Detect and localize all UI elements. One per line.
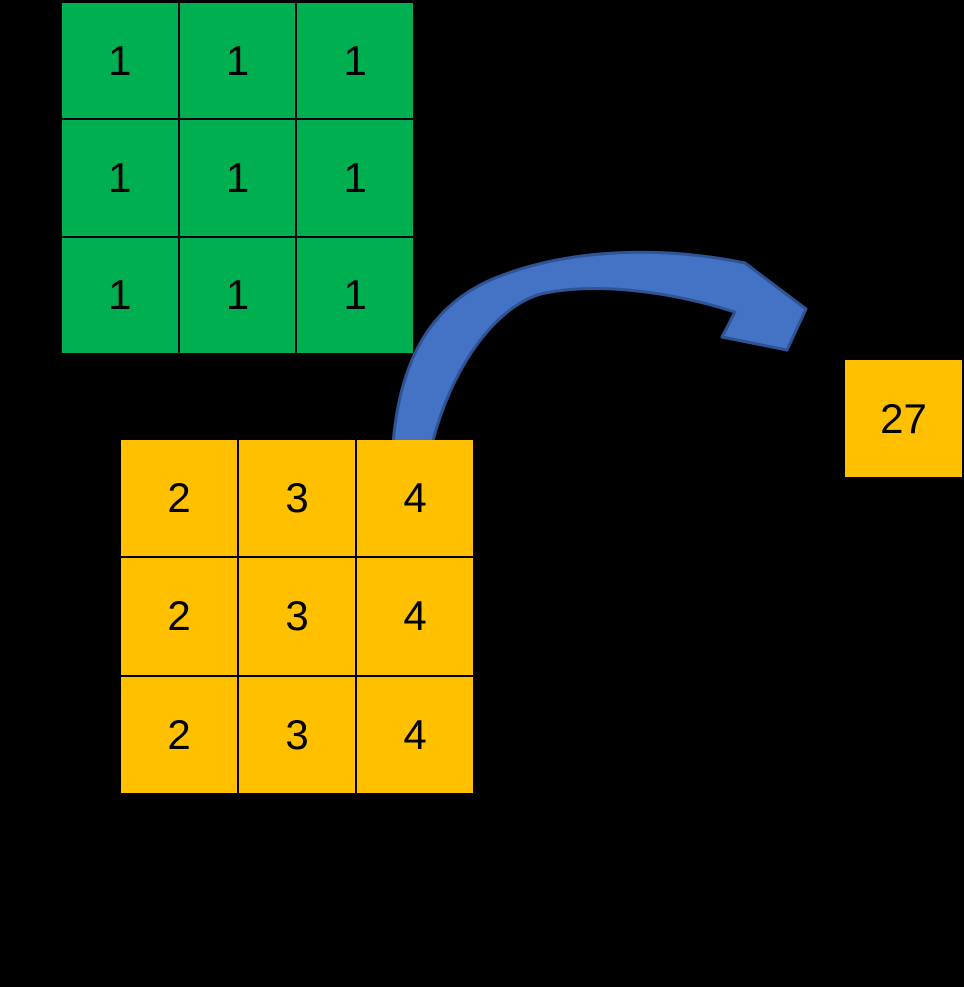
result-cell: 27 [845, 360, 962, 477]
kernel-cell: 1 [179, 3, 296, 119]
kernel-cell: 1 [297, 120, 413, 236]
value-cell: 3 [239, 676, 355, 793]
value-cell: 2 [121, 558, 237, 675]
value-cell: 2 [121, 440, 237, 557]
value-cell: 4 [357, 676, 473, 793]
kernel-cell: 1 [179, 237, 296, 353]
kernel-cell: 1 [62, 237, 178, 353]
value-grid: 2 3 4 2 3 4 2 3 4 [121, 440, 473, 793]
curved-arrow-shape [391, 250, 808, 446]
value-cell: 4 [357, 440, 473, 557]
value-cell: 3 [239, 558, 355, 675]
kernel-cell: 1 [179, 120, 296, 236]
kernel-grid: 1 1 1 1 1 1 1 1 1 [62, 3, 413, 353]
kernel-cell: 1 [62, 120, 178, 236]
value-cell: 4 [357, 558, 473, 675]
value-cell: 3 [239, 440, 355, 557]
kernel-cell: 1 [62, 3, 178, 119]
kernel-cell: 1 [297, 3, 413, 119]
value-cell: 2 [121, 676, 237, 793]
kernel-cell: 1 [297, 237, 413, 353]
